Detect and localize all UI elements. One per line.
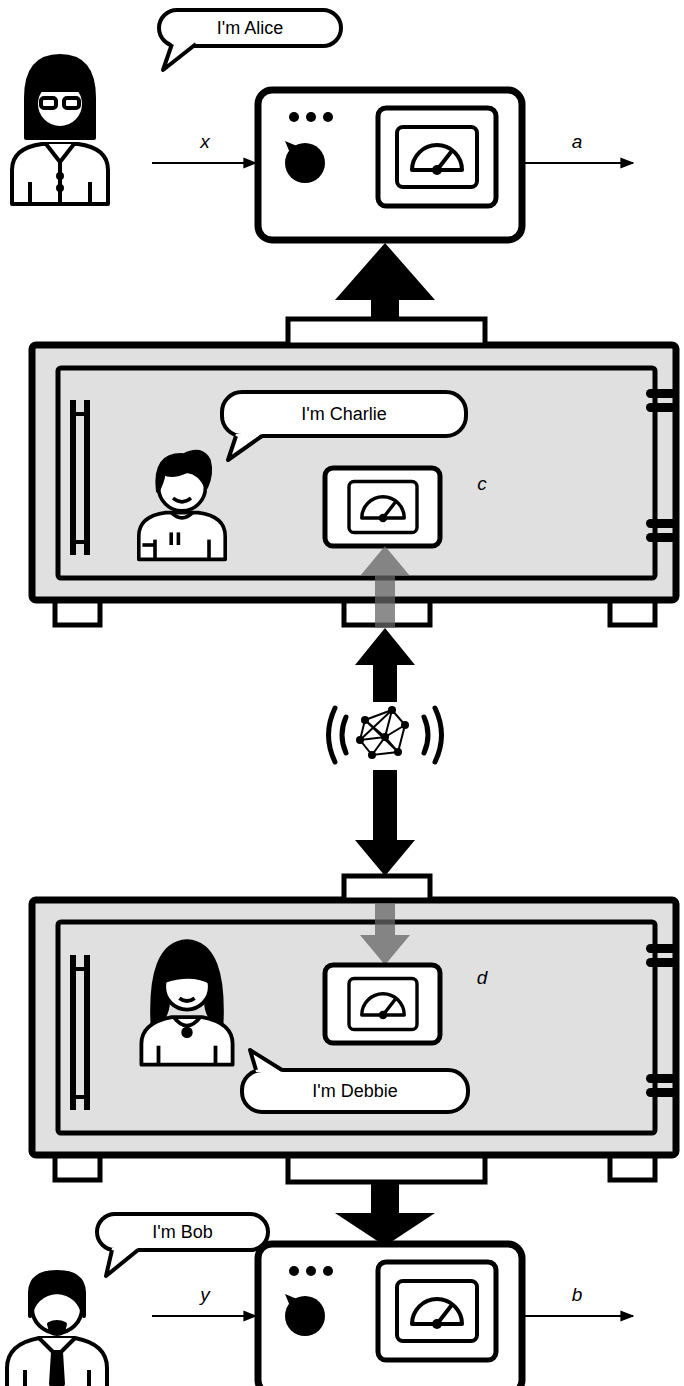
speech-bubble: I'm Debbie: [240, 1068, 470, 1114]
speech-bubble: I'm Charlie: [220, 390, 468, 438]
system-arrow: [335, 1182, 435, 1246]
bob-figure: [7, 1272, 107, 1386]
bubble-text: I'm Debbie: [312, 1081, 397, 1102]
entangled-source: [329, 628, 442, 876]
signal-label: c: [477, 473, 487, 495]
speech-bubble: I'm Bob: [95, 1212, 270, 1252]
system-arrow: [335, 243, 435, 322]
debbie-figure: [141, 941, 232, 1064]
bubble-text: I'm Charlie: [301, 404, 386, 425]
signal-label: a: [572, 131, 583, 153]
bob-device: [258, 1244, 522, 1386]
charlie-figure: [139, 452, 225, 560]
charlie-lab: [32, 319, 678, 628]
signal-label: d: [477, 967, 488, 989]
signal-label: x: [200, 131, 210, 153]
bubble-tail: [106, 1248, 138, 1276]
bubble-tail: [163, 42, 196, 70]
alice-figure: [12, 56, 108, 204]
debbie-lab: [32, 876, 678, 1182]
bubble-text: I'm Alice: [217, 18, 283, 39]
bubble-tail: [228, 434, 262, 460]
bubble-text: I'm Bob: [152, 1222, 212, 1243]
alice-device: [258, 90, 522, 240]
signal-label: b: [572, 1284, 583, 1306]
signal-label: y: [200, 1284, 210, 1306]
bubble-tail: [250, 1050, 282, 1072]
